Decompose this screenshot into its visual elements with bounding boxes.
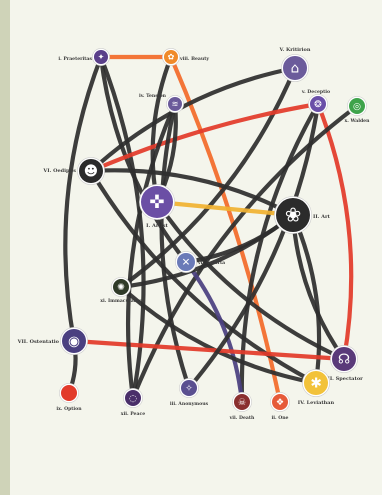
node-label-immaculatus: xi. Immaculatus (100, 298, 142, 304)
artist-icon: ✜ (149, 192, 164, 213)
deceptio-icon: ❂ (314, 99, 322, 110)
node-spectator: ☊ III. Spectator (325, 345, 363, 382)
edge-praeteritas-autarta (98, 54, 189, 265)
edge-ostentatio-spectator (71, 338, 347, 362)
node-label-death: vii. Death (229, 415, 255, 421)
edge-deceptio-oedipus (88, 101, 321, 174)
left-page-shadow (0, 0, 10, 495)
anonymous-icon: ✧ (185, 383, 193, 394)
edge-art-immaculatus (118, 212, 296, 290)
node-circle (164, 50, 178, 64)
edge-art-leviathan (290, 212, 322, 386)
node-circle (141, 186, 173, 218)
node-label-deceptio: v. Deceptio (301, 89, 330, 95)
node-oedipus: ☻ VI. Oedipus (42, 157, 105, 185)
node-circle (79, 159, 103, 183)
node-label-autarta: vi. Autarta (197, 260, 225, 266)
edge-walden-peace (130, 103, 360, 401)
art-icon: ❀ (285, 203, 301, 226)
walden-icon: ◎ (353, 101, 361, 112)
node-kritirion: ⌂ V. Kritirion (278, 47, 311, 82)
node-ostentatio: ◉ VII. Ostentatio (17, 327, 88, 355)
node-label-peace: xii. Peace (121, 411, 145, 417)
node-label-option: ix. Option (56, 406, 82, 412)
edge-oedipus-leviathan (88, 168, 319, 386)
autarta-icon: ✕ (182, 256, 191, 268)
edge-autarta-death (183, 259, 245, 405)
one-icon: ❖ (276, 397, 284, 408)
node-walden: ◎ x. Walden (345, 96, 371, 124)
tension-icon: ≋ (172, 100, 179, 109)
node-label-leviathan: IV. Leviathan (298, 400, 335, 406)
edge-praeteritas-ostentatio (63, 54, 104, 344)
node-label-kritirion: V. Kritirion (278, 47, 310, 53)
node-label-oedipus: VI. Oedipus (42, 168, 76, 174)
node-label-art: II. Art (313, 214, 331, 220)
node-label-walden: x. Walden (345, 118, 371, 124)
edge-oedipus-art (88, 168, 296, 218)
node-circle (332, 347, 356, 371)
edge-anonymous-deceptio (186, 101, 321, 391)
node-one: ❖ ii. One (270, 392, 290, 421)
node-peace: ◌ xii. Peace (121, 388, 145, 417)
edge-praeteritas-peace (98, 54, 146, 401)
node-tension: ≋ iv. Tension (139, 93, 184, 113)
node-label-one: ii. One (272, 415, 289, 421)
oedipus-icon: ☻ (84, 164, 98, 180)
node-layer: ✦ i. Praeteritas ✿ viii. Beauty ≋ iv. Tension… (17, 47, 371, 421)
peace-icon: ◌ (129, 393, 137, 404)
node-circle (168, 97, 182, 111)
node-circle (113, 279, 129, 295)
node-beauty: ✿ viii. Beauty (162, 48, 209, 66)
leviathan-icon: ✱ (310, 376, 322, 392)
node-circle (272, 394, 288, 410)
node-circle (62, 329, 86, 353)
node-circle (349, 98, 365, 114)
node-circle (276, 198, 310, 232)
node-circle (94, 50, 108, 64)
praeteritas-icon: ✦ (98, 53, 105, 62)
paper-sheet (10, 0, 382, 495)
node-label-anonymous: iii. Anonymous (170, 401, 209, 407)
spectator-icon: ☊ (338, 352, 350, 368)
node-immaculatus: ✺ xi. Immaculatus (100, 277, 142, 304)
node-art: ❀ II. Art (274, 196, 331, 234)
node-circle (181, 380, 197, 396)
node-circle (177, 253, 195, 271)
node-label-beauty: viii. Beauty (179, 56, 209, 62)
node-circle (61, 385, 77, 401)
node-circle (283, 56, 307, 80)
edge-kritirion-oedipus (88, 65, 298, 174)
beauty-icon: ✿ (168, 53, 175, 62)
node-circle (310, 96, 326, 112)
node-praeteritas: ✦ i. Praeteritas (58, 48, 110, 66)
node-artist: ✜ I. Artist (139, 184, 175, 229)
immaculatus-icon: ✺ (117, 282, 125, 293)
node-option: ix. Option (56, 383, 82, 412)
edge-kritirion-immaculatus (118, 65, 298, 290)
edge-artist-spectator (154, 199, 347, 362)
node-circle (234, 394, 250, 410)
edge-tension-anonymous (159, 101, 192, 391)
ostentatio-icon: ◉ (68, 334, 80, 350)
node-anonymous: ✧ iii. Anonymous (170, 378, 209, 407)
node-label-tension: iv. Tension (139, 93, 167, 99)
node-autarta: ✕ vi. Autarta (175, 251, 225, 273)
death-icon: ☠ (238, 397, 246, 408)
node-label-ostentatio: VII. Ostentatio (17, 339, 60, 345)
node-deceptio: ❂ v. Deceptio (301, 89, 330, 114)
node-label-praeteritas: i. Praeteritas (58, 56, 92, 62)
node-leviathan: ✱ IV. Leviathan (298, 369, 335, 406)
node-circle (125, 390, 141, 406)
node-label-artist: I. Artist (146, 223, 168, 229)
node-circle (304, 371, 328, 395)
edge-peace-tension (126, 101, 178, 401)
node-label-spectator: III. Spectator (325, 376, 363, 382)
node-death: ☠ vii. Death (229, 392, 255, 421)
kritirion-icon: ⌂ (291, 61, 300, 77)
edge-deceptio-spectator (315, 101, 354, 362)
